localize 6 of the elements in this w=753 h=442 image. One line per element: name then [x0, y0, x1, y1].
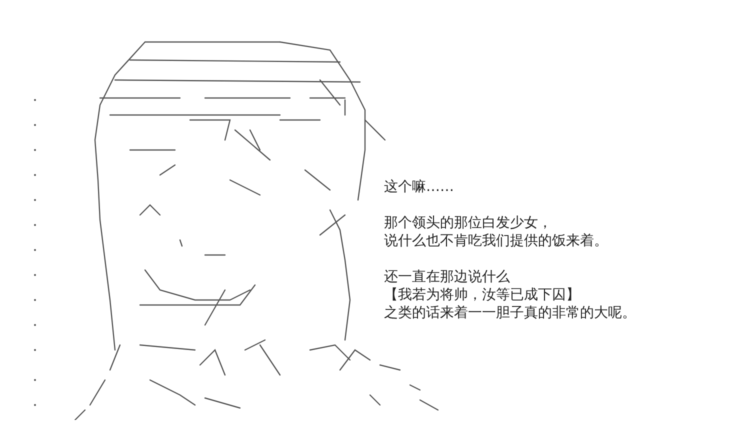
dialogue-text: 说什么也不肯吃我们提供的饭来着。 [384, 232, 608, 250]
dialogue-text: 还一直在那边说什么 [384, 268, 510, 286]
dialogue-text: 这个嘛…… [384, 178, 454, 196]
dialogue-text: 那个领头的那位白发少女， [384, 214, 552, 232]
dialogue-text: 【我若为将帅，汝等已成下囚】 [384, 286, 580, 304]
dialogue-text: 之类的话来着一一胆子真的非常的大呢。 [384, 304, 636, 322]
